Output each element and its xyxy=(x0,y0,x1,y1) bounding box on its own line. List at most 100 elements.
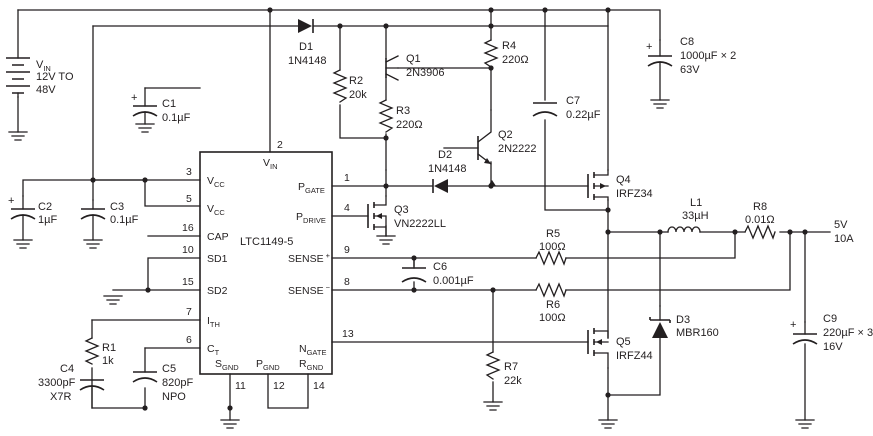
pin-pgate-num: 1 xyxy=(344,172,350,184)
pin-sensem-num: 8 xyxy=(344,276,350,288)
output-voltage: 5V xyxy=(834,219,848,231)
d3-ref: D3 xyxy=(676,314,690,326)
pin-rgnd-num: 14 xyxy=(313,380,325,392)
c9-val: 220µF × 3 xyxy=(823,327,873,339)
r2-val: 20k xyxy=(349,89,367,101)
pin-ith-label: ITH xyxy=(207,315,220,329)
capacitor-c3: C3 0.1µF xyxy=(80,199,139,241)
capacitor-c9: + C9 220µF × 3 16V xyxy=(790,313,873,353)
resistor-r2: R2 20k xyxy=(332,69,367,103)
pin-pgnd-label: PGND xyxy=(256,358,280,372)
c5-val: 820pF xyxy=(162,377,193,389)
vin-range: 12V TO xyxy=(36,71,74,83)
r8-ref: R8 xyxy=(753,201,767,213)
c4-ref: C4 xyxy=(60,363,74,375)
q5-val: IRFZ44 xyxy=(616,350,653,362)
d2-ref: D2 xyxy=(438,149,452,161)
q1-ref: Q1 xyxy=(406,53,421,65)
svg-text:+: + xyxy=(8,195,14,207)
c2-ref: C2 xyxy=(38,201,52,213)
diode-d1: D1 1N4148 xyxy=(288,19,327,67)
resistor-r5: R5 100Ω xyxy=(535,228,567,266)
r4-ref: R4 xyxy=(502,40,516,52)
capacitor-c8: + C8 1000µF × 2 63V xyxy=(646,36,736,101)
pin-ngate-num: 13 xyxy=(342,328,354,340)
transistor-q5: Q5 IRFZ44 xyxy=(587,328,653,369)
capacitor-c5: C5 820pF NPO xyxy=(132,363,193,403)
pin-cap-label: CAP xyxy=(207,231,229,243)
d3-val: MBR160 xyxy=(676,327,719,339)
capacitor-c6: C6 0.001µF xyxy=(401,257,474,287)
pin-rgnd-label: RGND xyxy=(299,358,324,372)
pin-pdrive-label: PDRIVE xyxy=(296,211,326,225)
pin-cap-num: 16 xyxy=(182,222,194,234)
c1-val: 0.1µF xyxy=(162,112,191,124)
pin-vcc1-num: 3 xyxy=(186,166,192,178)
q2-ref: Q2 xyxy=(498,129,513,141)
diode-d2: D2 1N4148 xyxy=(428,149,496,193)
capacitor-c2: + C2 1µF xyxy=(8,195,57,241)
output-label: 5V 10A xyxy=(834,219,854,245)
pin-vcc1-label: VCC xyxy=(207,175,225,189)
transistor-q2: Q2 2N2222 xyxy=(477,109,537,165)
c8-ref: C8 xyxy=(680,36,694,48)
pin-pdrive-num: 4 xyxy=(344,202,350,214)
c8-val2: 63V xyxy=(680,64,700,76)
q1-val: 2N3906 xyxy=(406,67,445,79)
resistor-r8: R8 0.01Ω xyxy=(744,201,776,240)
pin-sd2-num: 15 xyxy=(182,276,194,288)
pin-sensep-num: 9 xyxy=(344,244,350,256)
ltc1149-chip: LTC1149-5 VIN 2 VCC 3 VCC 5 CAP 16 SD1 1… xyxy=(182,139,354,392)
c7-val: 0.22µF xyxy=(566,109,601,121)
svg-text:+: + xyxy=(646,41,652,53)
svg-text:+: + xyxy=(131,92,137,104)
transistor-q3: Q3 VN2222LL xyxy=(367,195,446,237)
battery-vin: VIN 12V TO 48V xyxy=(6,57,74,98)
c5-val2: NPO xyxy=(162,391,186,403)
junctions xyxy=(90,7,808,411)
pin-sd2-label: SD2 xyxy=(207,285,228,297)
diode-d3: D3 MBR160 xyxy=(649,305,719,339)
q3-val: VN2222LL xyxy=(394,218,446,230)
pin-sensep-label: SENSE+ xyxy=(288,251,331,265)
resistor-r3: R3 220Ω xyxy=(378,99,423,133)
r7-ref: R7 xyxy=(504,361,518,373)
vin-range-2: 48V xyxy=(36,84,56,96)
output-current: 10A xyxy=(834,233,854,245)
pin-sgnd-label: SGND xyxy=(215,358,239,372)
vin-label: VIN xyxy=(36,59,51,73)
l1-val: 33µH xyxy=(682,210,709,222)
chip-name: LTC1149-5 xyxy=(240,236,293,248)
transistor-q1: Q1 2N3906 xyxy=(385,53,445,81)
c2-val: 1µF xyxy=(38,214,57,226)
c3-ref: C3 xyxy=(110,201,124,213)
d1-val: 1N4148 xyxy=(288,55,327,67)
r4-val: 220Ω xyxy=(502,54,529,66)
q2-val: 2N2222 xyxy=(498,143,537,155)
pin-ct-num: 6 xyxy=(186,334,192,346)
transistor-q4: Q4 IRFZ34 xyxy=(587,169,653,201)
resistor-r7: R7 22k xyxy=(485,351,522,387)
pin-ct-label: CT xyxy=(207,343,220,357)
r6-ref: R6 xyxy=(546,299,560,311)
r3-ref: R3 xyxy=(396,105,410,117)
c4-val: 3300pF xyxy=(38,377,76,389)
pin-vin-label: VIN xyxy=(263,157,278,171)
resistor-r4: R4 220Ω xyxy=(483,39,529,68)
q3-ref: Q3 xyxy=(394,204,409,216)
pin-ith-num: 7 xyxy=(186,306,192,318)
r7-val: 22k xyxy=(504,375,522,387)
pin-sd1-label: SD1 xyxy=(207,253,228,265)
c7-ref: C7 xyxy=(566,95,580,107)
c6-ref: C6 xyxy=(433,261,447,273)
c3-val: 0.1µF xyxy=(110,214,139,226)
capacitor-c1: + C1 0.1µF xyxy=(131,87,191,125)
c4-val2: X7R xyxy=(50,391,71,403)
r1-val: 1k xyxy=(102,355,114,367)
capacitor-c4: C4 3300pF X7R xyxy=(38,363,105,409)
pin-sensem-label: SENSE− xyxy=(288,283,331,297)
svg-text:+: + xyxy=(790,319,796,331)
inductor-l1: L1 33µH xyxy=(667,197,709,233)
c9-ref: C9 xyxy=(823,313,837,325)
